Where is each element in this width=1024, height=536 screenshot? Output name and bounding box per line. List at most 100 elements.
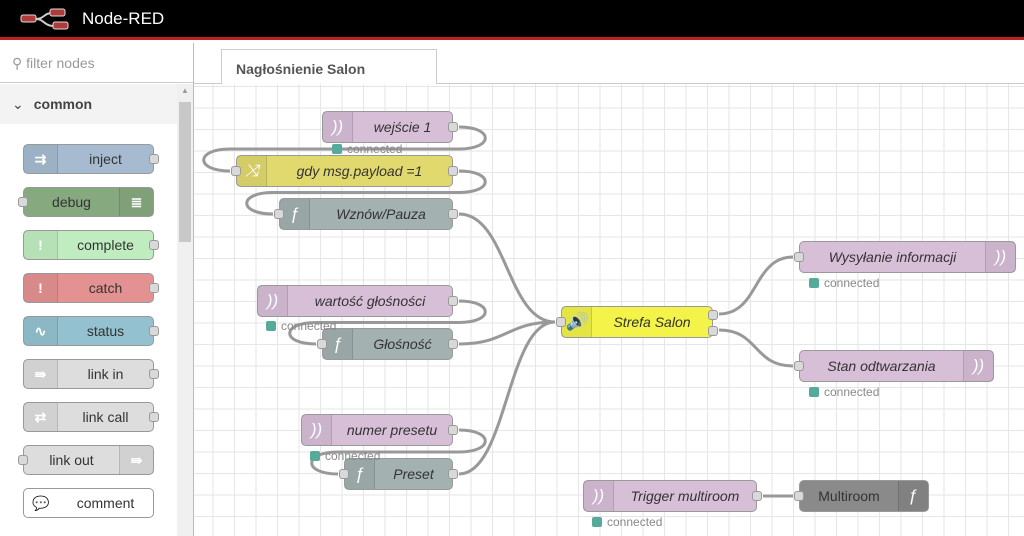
flow-node-wysylanie[interactable]: Wysyłanie informacji))	[794, 241, 1016, 273]
wire-numer-preset[interactable]	[310, 428, 487, 476]
node-status-text: connected	[824, 276, 880, 290]
input-port[interactable]	[231, 166, 241, 176]
flow-node-wartosc[interactable]: ))wartość głośności	[257, 285, 458, 317]
output-port[interactable]	[149, 369, 159, 379]
wire-wznow-strefa[interactable]	[458, 212, 556, 324]
palette-node-label: catch	[88, 280, 123, 296]
node-label: numer presetu	[346, 422, 438, 438]
output-port[interactable]	[448, 296, 458, 306]
scrollbar-thumb[interactable]	[179, 102, 191, 242]
input-port[interactable]	[274, 209, 284, 219]
link-call-icon: ⇄	[24, 403, 58, 431]
node-label: Stan odtwarzania	[827, 358, 936, 374]
palette-node-label: link in	[87, 366, 124, 382]
wire-strefa-stan[interactable]	[718, 328, 794, 368]
output-port[interactable]	[149, 283, 159, 293]
flow-node-wejscie[interactable]: ))wejście 1	[322, 111, 458, 143]
output-port[interactable]	[448, 425, 458, 435]
node-red-logo-icon	[20, 8, 69, 30]
input-port[interactable]	[18, 455, 28, 465]
output-port[interactable]	[448, 209, 458, 219]
node-label: Głośność	[373, 336, 432, 352]
wire-gdy-wznow[interactable]	[245, 169, 487, 216]
palette-node-link-out[interactable]: link out⇛	[18, 445, 154, 475]
scroll-up-icon[interactable]: ▲	[181, 86, 189, 95]
wire-glosnosc-strefa[interactable]	[458, 320, 556, 346]
node-status-text: connected	[281, 319, 337, 333]
palette-category-common[interactable]: ⌄common	[0, 84, 177, 124]
output-port[interactable]	[149, 240, 159, 250]
debug-icon: ≣	[119, 188, 153, 216]
flow-node-strefa[interactable]: 🔊 Strefa Salon	[556, 306, 718, 338]
input-port[interactable]	[317, 339, 327, 349]
flow-node-multiroom[interactable]: Multiroom ƒ	[794, 480, 929, 512]
flow-node-stan[interactable]: Stan odtwarzania))	[794, 350, 994, 382]
input-port[interactable]	[18, 197, 28, 207]
comment-icon: 💬	[32, 494, 50, 511]
wire-wartosc-glosnosc[interactable]	[288, 299, 487, 346]
palette-node-label: link out	[49, 452, 94, 468]
output-port[interactable]	[448, 339, 458, 349]
output-port[interactable]	[448, 122, 458, 132]
node-status: connected	[266, 320, 336, 332]
output-port-2[interactable]	[708, 326, 718, 336]
palette-node-link-call[interactable]: ⇄ link call	[23, 402, 159, 432]
node-status-text: connected	[824, 385, 880, 399]
tab-naglosnienie-salon[interactable]: Nagłośnienie Salon	[221, 49, 437, 85]
output-port[interactable]	[149, 154, 159, 164]
palette-node-label: link call	[82, 409, 129, 425]
wire-preset-strefa[interactable]	[458, 320, 556, 476]
status-dot-icon	[332, 144, 342, 154]
flow-node-gdy[interactable]: ⤨gdy msg.payload =1	[231, 155, 458, 187]
flow-node-numer[interactable]: ))numer presetu	[301, 414, 458, 446]
node-label: wejście 1	[373, 119, 432, 135]
output-port[interactable]	[149, 326, 159, 336]
node-label: Multiroom	[818, 488, 880, 504]
palette-node-link-in[interactable]: ⇛ link in	[23, 359, 159, 389]
wire-wejscie-gdy[interactable]	[202, 125, 487, 173]
status-dot-icon	[310, 451, 320, 461]
wire-strefa-wysylanie[interactable]	[718, 255, 794, 316]
function-icon: ƒ	[898, 481, 928, 511]
input-port[interactable]	[794, 361, 804, 371]
palette-node-label: debug	[52, 194, 91, 210]
switch-icon: ⤨	[237, 156, 267, 186]
flow-node-trigger[interactable]: ))Trigger multiroom	[583, 480, 762, 512]
palette-node-catch[interactable]: ! catch	[23, 273, 159, 303]
palette-node-comment[interactable]: 💬 comment	[23, 488, 154, 518]
node-status: connected	[310, 450, 380, 462]
node-label: Strefa Salon	[613, 314, 691, 330]
input-port[interactable]	[794, 252, 804, 262]
node-label: Wysyłanie informacji	[828, 249, 957, 265]
output-port-1[interactable]	[708, 310, 718, 320]
filter-nodes-input[interactable]: ⚲ filter nodes	[0, 43, 193, 83]
input-port[interactable]	[556, 317, 566, 327]
output-port[interactable]	[149, 412, 159, 422]
palette-node-label: comment	[76, 495, 135, 511]
node-status: connected	[592, 516, 662, 528]
palette-node-inject[interactable]: ⇉inject	[23, 144, 159, 174]
speaker-icon: 🔊	[562, 307, 592, 337]
header: Node-RED	[0, 0, 1024, 40]
palette-node-label: inject	[89, 151, 122, 167]
output-port[interactable]	[448, 469, 458, 479]
palette-node-label: status	[86, 323, 125, 339]
link-in-icon: ⇛	[24, 360, 58, 388]
palette-scrollbar[interactable]: ▲	[177, 84, 193, 536]
status-icon: ∿	[24, 317, 58, 345]
input-port[interactable]	[339, 469, 349, 479]
catch-icon: !	[24, 274, 58, 302]
input-port[interactable]	[794, 491, 804, 501]
output-port[interactable]	[448, 166, 458, 176]
output-port[interactable]	[752, 491, 762, 501]
palette-node-status[interactable]: ∿ status	[23, 316, 159, 346]
status-dot-icon	[266, 321, 276, 331]
palette-node-debug[interactable]: debug ≣	[18, 187, 154, 217]
palette-node-complete[interactable]: !complete	[23, 230, 159, 260]
mqtt-icon: ))	[258, 286, 288, 316]
